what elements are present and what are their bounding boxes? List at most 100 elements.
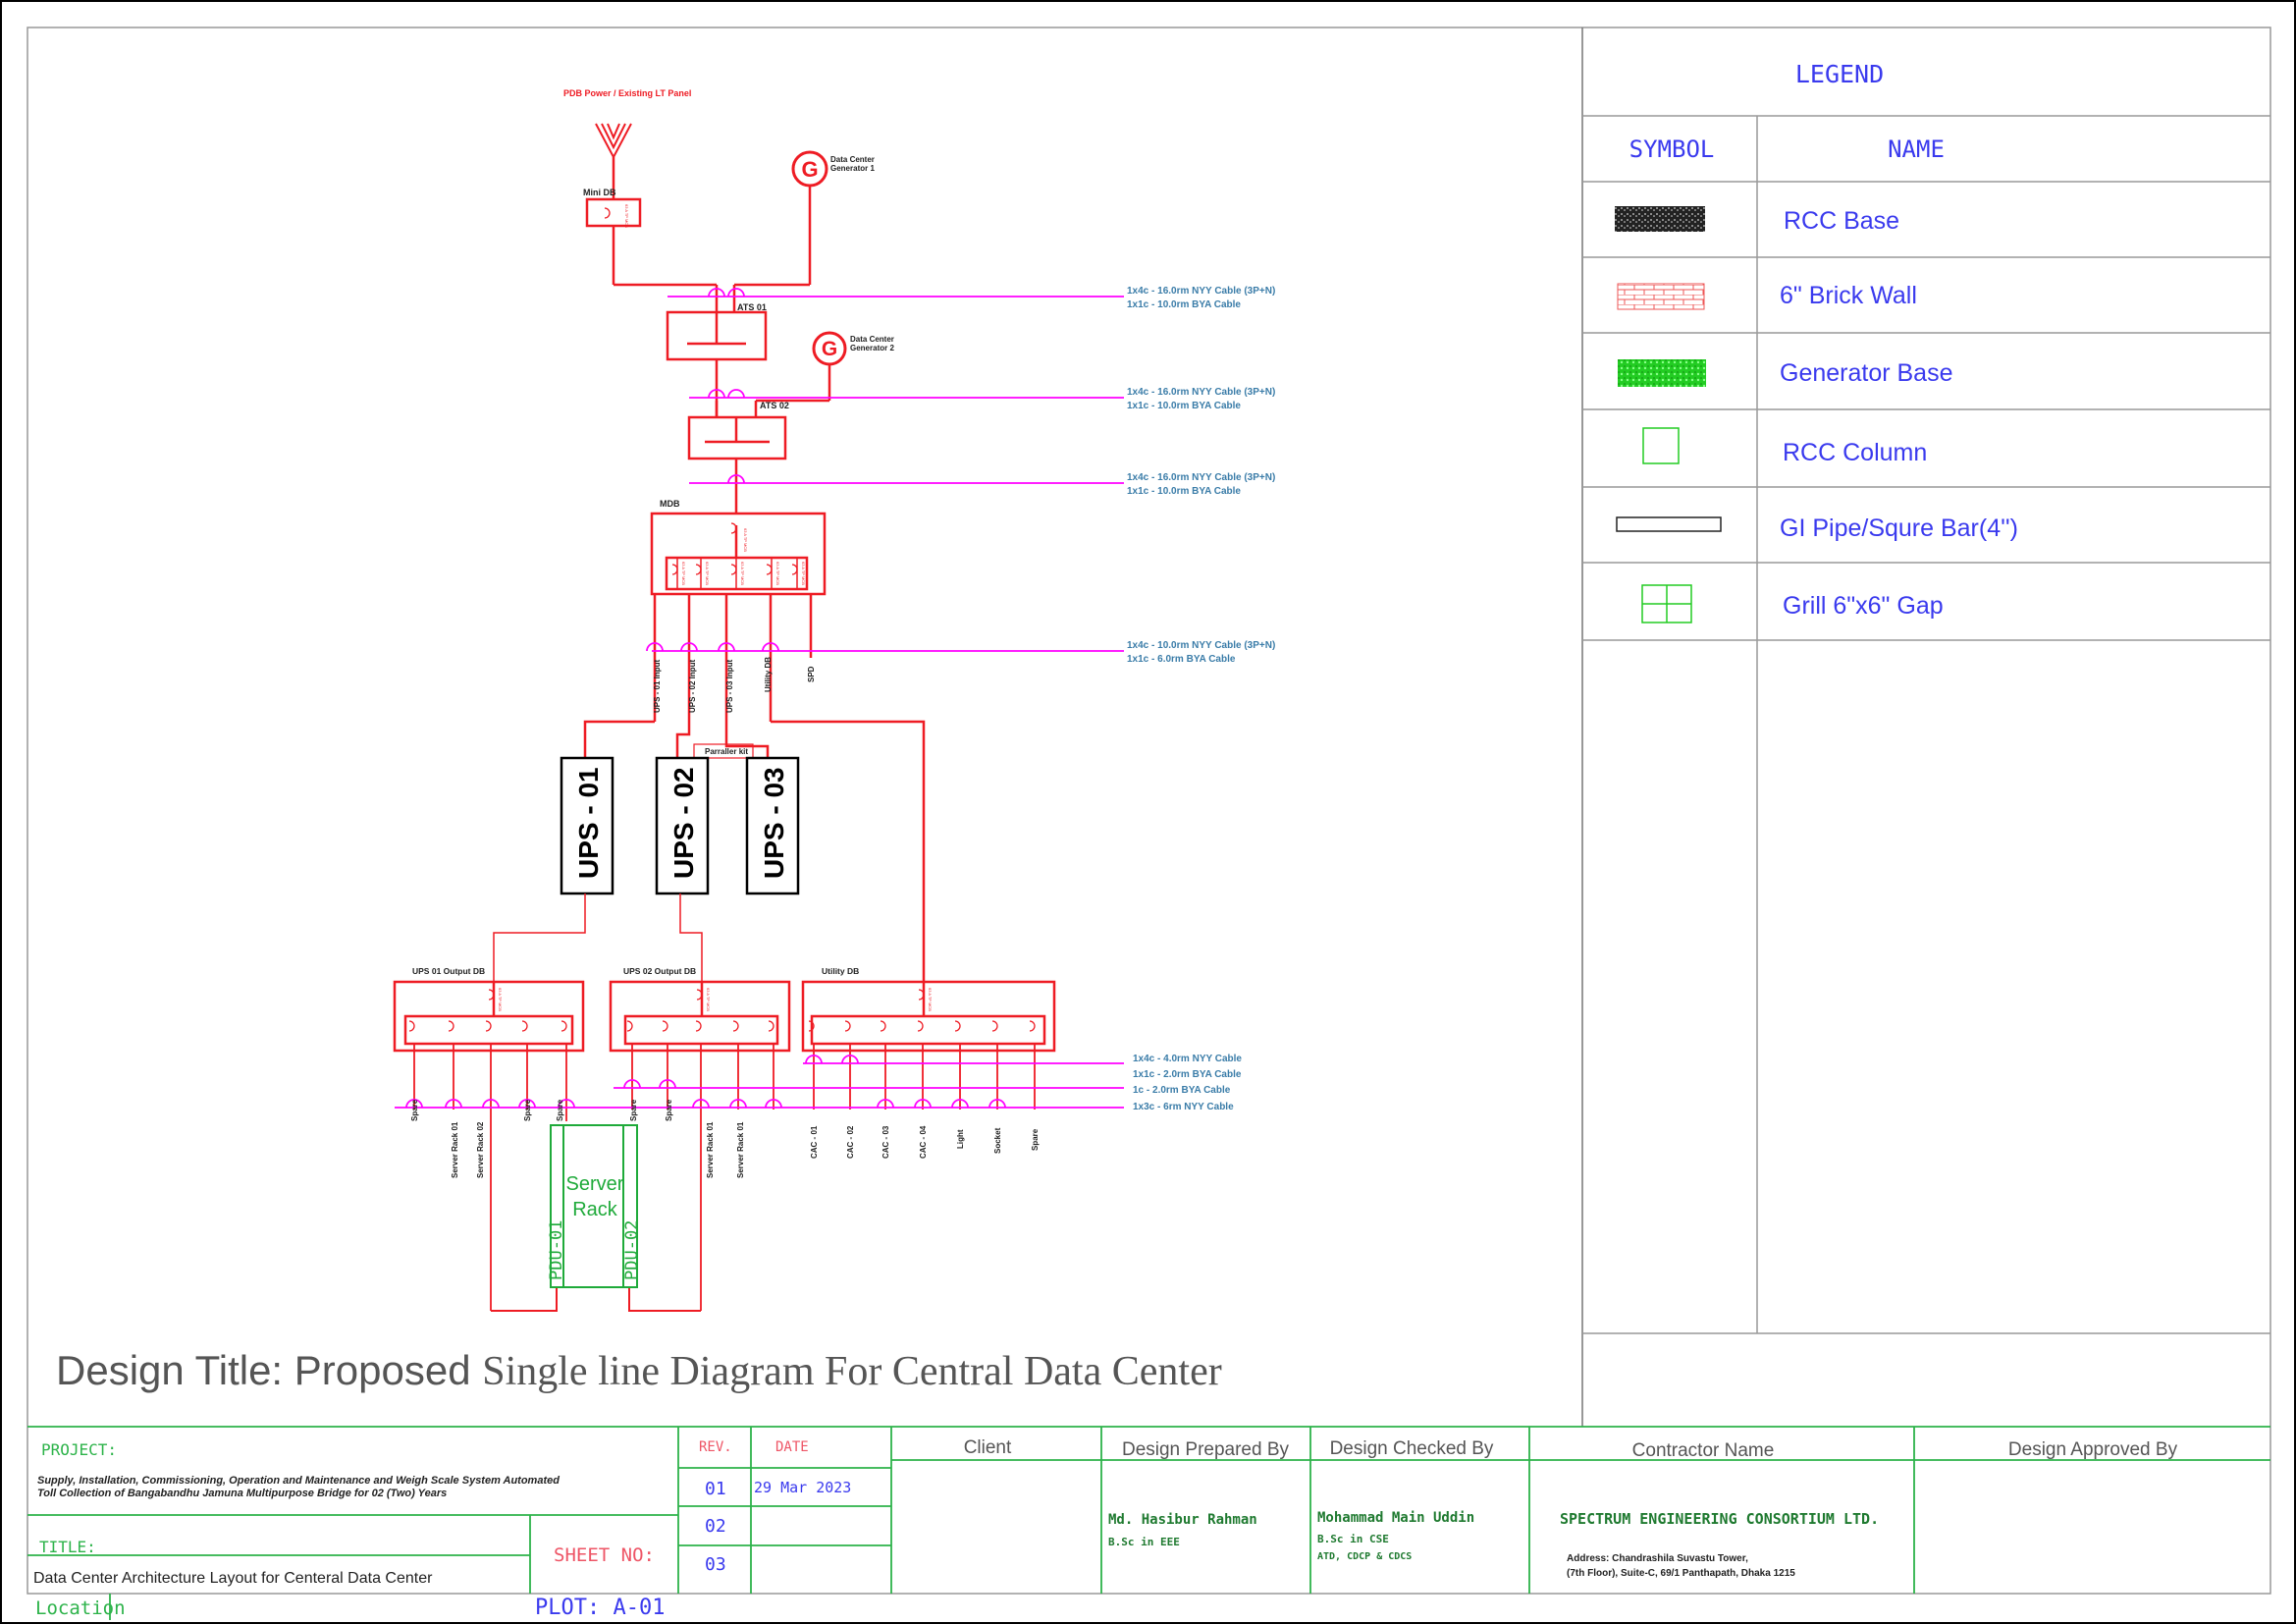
mdb-output-ups-03: UPS - 03 Input	[725, 659, 734, 713]
project-text-line-2: Toll Collection of Bangabandhu Jamuna Mu…	[37, 1488, 447, 1499]
prepared-by-label: Design Prepared By	[1122, 1439, 1290, 1460]
single-line-diagram	[393, 123, 1056, 1312]
cable-note-4a: 1x4c - 10.0rm NYY Cable (3P+N)	[1127, 640, 1275, 651]
generator-1-label: Data Center Generator 1	[830, 155, 875, 173]
generator-2-symbol: G	[822, 338, 837, 360]
rev-label: REV.	[699, 1439, 732, 1455]
svg-text:63 A TP MCB: 63 A TP MCB	[624, 204, 629, 228]
legend-title: LEGEND	[1795, 60, 1884, 88]
svg-text:63 A TP MCB: 63 A TP MCB	[706, 988, 711, 1011]
project-text-line-1: Supply, Installation, Commissioning, Ope…	[37, 1475, 560, 1487]
title-block	[27, 1426, 2270, 1594]
mini-db-label: Mini DB	[583, 188, 616, 197]
cable-note-3b: 1x1c - 10.0rm BYA Cable	[1127, 486, 1241, 497]
circuit-label: Server Rack 01	[451, 1121, 459, 1178]
rcc-base-icon	[1615, 206, 1705, 232]
circuit-label: CAC - 02	[846, 1125, 855, 1159]
cable-note-2a: 1x4c - 16.0rm NYY Cable (3P+N)	[1127, 387, 1275, 398]
rev-01-date: 29 Mar 2023	[754, 1479, 851, 1496]
source-label: PDB Power / Existing LT Panel	[563, 88, 691, 98]
svg-text:63 A TP MCB: 63 A TP MCB	[801, 562, 806, 585]
rcc-column-icon	[1642, 427, 1680, 464]
circuit-label: Server Rack 01	[736, 1121, 745, 1178]
svg-text:63 A TP MCB: 63 A TP MCB	[498, 988, 503, 1011]
utility-db-label: Utility DB	[822, 966, 859, 976]
legend-item-brick-wall: 6" Brick Wall	[1780, 282, 1917, 309]
prepared-name: Md. Hasibur Rahman	[1108, 1512, 1257, 1528]
generator-base-icon	[1618, 359, 1706, 387]
mdb-label: MDB	[660, 499, 680, 509]
circuit-label: Spare	[1031, 1128, 1040, 1151]
mdb-output-ups-02: UPS - 02 Input	[688, 659, 697, 713]
rev-03: 03	[705, 1554, 726, 1575]
contractor-label: Contractor Name	[1632, 1440, 1775, 1461]
client-label: Client	[964, 1437, 1012, 1458]
rev-01: 01	[705, 1479, 726, 1499]
bottom-cable-note-4: 1x3c - 6rm NYY Cable	[1133, 1102, 1234, 1112]
breakers	[408, 207, 1036, 1032]
approved-by-label: Design Approved By	[2008, 1439, 2178, 1460]
circuit-label: CAC - 04	[919, 1125, 928, 1159]
contractor-address-2: (7th Floor), Suite-C, 69/1 Panthapath, D…	[1567, 1568, 1795, 1579]
svg-text:63 A TP MCB: 63 A TP MCB	[743, 528, 748, 552]
pdu-01-label: PDU-01	[547, 1220, 566, 1280]
contractor-name: SPECTRUM ENGINEERING CONSORTIUM LTD.	[1560, 1510, 1879, 1528]
prepared-degree: B.Sc in EEE	[1108, 1536, 1180, 1548]
circuit-label: CAC - 01	[810, 1125, 819, 1159]
sheet-no-label: SHEET NO:	[554, 1544, 655, 1566]
legend-item-rcc-column: RCC Column	[1783, 439, 1927, 466]
mdb-output-ups-01: UPS - 01 Input	[653, 659, 662, 713]
bottom-cable-note-2: 1x1c - 2.0rm BYA Cable	[1133, 1069, 1242, 1080]
breaker-ratings: 63 A TP MCB 63 A TP MCB 63 A TP MCB 63 A…	[498, 204, 933, 1011]
circuit-label: Socket	[993, 1127, 1002, 1154]
server-rack-label-2: Rack	[572, 1199, 618, 1220]
cable-note-2b: 1x1c - 10.0rm BYA Cable	[1127, 401, 1241, 411]
circuit-label: CAC - 03	[881, 1125, 890, 1159]
circuit-label: Spare	[629, 1099, 638, 1121]
project-label: PROJECT:	[41, 1440, 117, 1459]
grill-icon	[1641, 584, 1692, 623]
ups-01-label: UPS - 01	[573, 767, 604, 879]
rev-02: 02	[705, 1516, 726, 1537]
gi-pipe-icon	[1616, 516, 1722, 532]
ats-02-label: ATS 02	[760, 401, 789, 410]
plot-label: PLOT: A-01	[535, 1596, 665, 1620]
checked-name: Mohammad Main Uddin	[1317, 1510, 1474, 1526]
circuit-label: Spare	[665, 1099, 673, 1121]
legend-item-grill: Grill 6"x6" Gap	[1783, 592, 1944, 620]
cable-note-1a: 1x4c - 16.0rm NYY Cable (3P+N)	[1127, 286, 1275, 297]
svg-text:63 A TP MCB: 63 A TP MCB	[775, 562, 780, 585]
legend-symbol-header: SYMBOL	[1629, 135, 1715, 163]
title-label: TITLE:	[39, 1538, 96, 1556]
mdb-output-utility-db: Utility DB	[764, 657, 773, 692]
brick-wall-icon	[1617, 283, 1705, 310]
server-rack	[550, 1124, 638, 1288]
ups-01-output-db-label: UPS 01 Output DB	[412, 966, 485, 976]
circuit-label: Server Rack 01	[706, 1121, 715, 1178]
cable-note-4b: 1x1c - 6.0rm BYA Cable	[1127, 654, 1236, 665]
checked-degree: B.Sc in CSE	[1317, 1533, 1389, 1545]
legend-item-generator-base: Generator Base	[1780, 359, 1953, 387]
checked-by-label: Design Checked By	[1330, 1438, 1494, 1459]
drawing-frame	[27, 27, 2271, 1595]
server-rack-label-1: Server	[566, 1173, 624, 1195]
circuit-label: Spare	[410, 1099, 419, 1121]
bottom-cable-note-1: 1x4c - 4.0rm NYY Cable	[1133, 1054, 1242, 1064]
legend-item-gi-pipe: GI Pipe/Squre Bar(4'')	[1780, 514, 2018, 542]
location-label: Location	[35, 1597, 126, 1619]
design-title: Design Title: Proposed Single line Diagr…	[56, 1347, 1222, 1394]
legend-item-rcc-base: RCC Base	[1784, 207, 1899, 235]
mdb-output-spd: SPD	[807, 666, 816, 682]
generator-1-symbol: G	[801, 157, 818, 182]
svg-text:63 A TP MCB: 63 A TP MCB	[740, 562, 745, 585]
svg-text:63 A TP MCB: 63 A TP MCB	[705, 562, 710, 585]
ups-03-label: UPS - 03	[759, 767, 789, 879]
ats-01-label: ATS 01	[737, 302, 767, 312]
title-text: Data Center Architecture Layout for Cent…	[33, 1570, 433, 1587]
generator-2-label: Data Center Generator 2	[850, 335, 894, 352]
pdu-02-label: PDU-02	[622, 1220, 642, 1280]
date-label: DATE	[775, 1439, 809, 1455]
svg-text:63 A TP MCB: 63 A TP MCB	[928, 988, 933, 1011]
